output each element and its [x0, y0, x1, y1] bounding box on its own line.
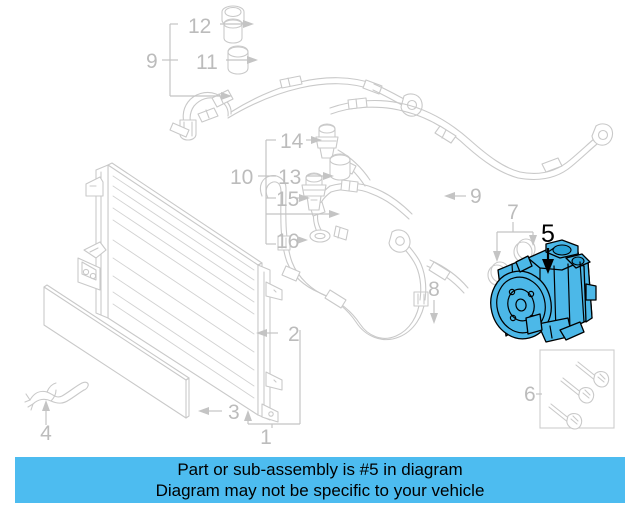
bolt-2 [560, 377, 595, 404]
small-parts [221, 5, 536, 286]
callout-number-8: 8 [428, 278, 440, 301]
retaining-clip-part [24, 381, 89, 411]
compressor-part-highlighted [490, 239, 597, 343]
callout-numbers: 1 2 3 4 5 6 7 8 9 9 10 11 12 13 14 15 16 [40, 15, 555, 449]
callout-number-11: 11 [196, 51, 218, 74]
condenser-seal-part [43, 284, 190, 419]
callout-number-12: 12 [188, 15, 211, 38]
bolt-1 [575, 361, 610, 388]
refrigerant-hoses [169, 75, 614, 341]
callout-leaders [42, 20, 554, 428]
note-line-1: Part or sub-assembly is #5 in diagram [177, 460, 463, 479]
mounting-bolts-part [539, 349, 615, 430]
callout-number-13: 13 [278, 166, 301, 189]
callout-number-2: 2 [288, 323, 300, 346]
bolt-3 [548, 403, 583, 430]
diagram-note-banner: Part or sub-assembly is #5 in diagram Di… [15, 457, 625, 503]
callout-number-14: 14 [280, 130, 304, 153]
callout-number-1: 1 [260, 426, 272, 449]
callout-number-16: 16 [276, 230, 299, 253]
callout-number-5: 5 [541, 220, 555, 248]
callout-number-9-right: 9 [470, 185, 482, 208]
callout-number-7: 7 [507, 201, 519, 224]
note-line-2: Diagram may not be specific to your vehi… [155, 481, 485, 500]
callout-number-10: 10 [230, 166, 253, 189]
callout-number-3: 3 [228, 401, 240, 424]
callout-number-15: 15 [276, 188, 299, 211]
callout-number-9-left: 9 [146, 50, 158, 73]
condenser-part [77, 162, 283, 423]
callout-number-6: 6 [524, 383, 536, 406]
callout-number-4: 4 [40, 422, 52, 445]
